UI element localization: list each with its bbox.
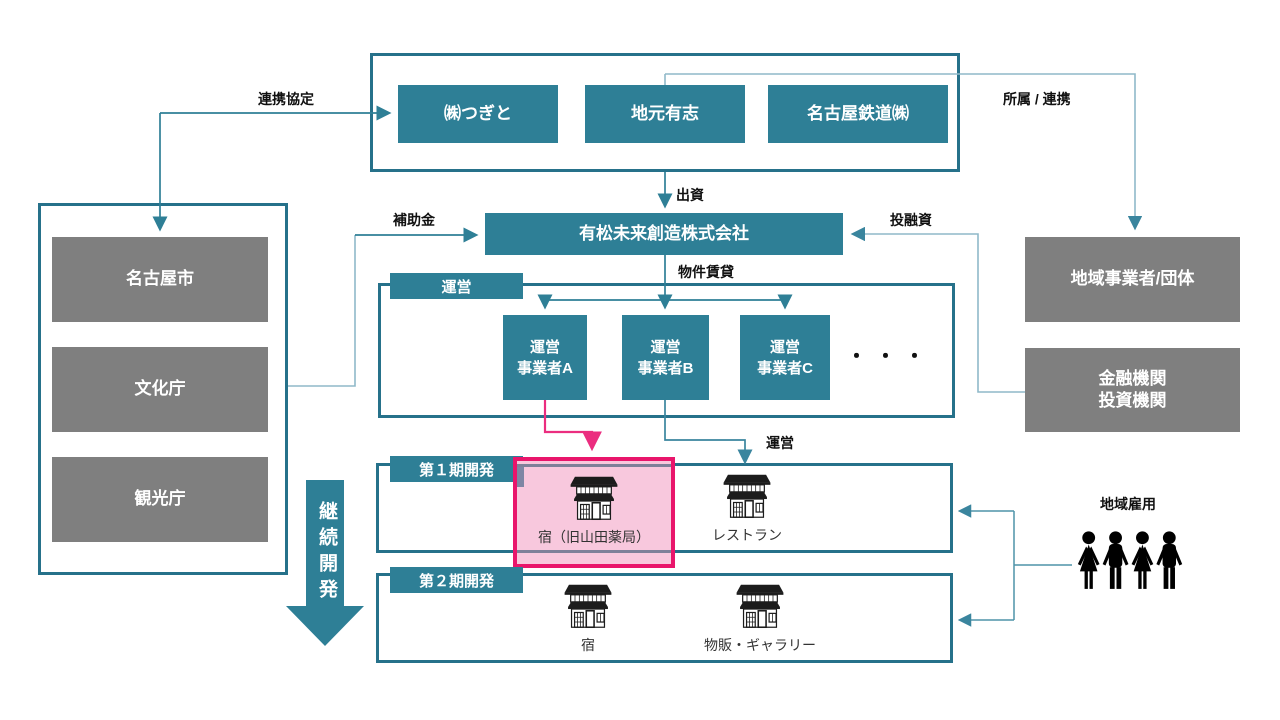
finance-line1: 金融機関 [1098, 368, 1167, 388]
operator-a-line1: 運営 [529, 338, 560, 356]
frame-line-overlay-top [517, 464, 671, 467]
label-shusshi: 出資 [676, 187, 704, 203]
operator-b-line2: 事業者B [637, 359, 694, 377]
phase2-item-buppan: 物販・ギャラリー [685, 581, 835, 655]
phase1-item-restaurant: レストラン [692, 471, 802, 545]
node-operator-a: 運営 事業者A [503, 315, 587, 400]
phase2-buppan-caption: 物販・ギャラリー [704, 637, 816, 653]
local-employment-group [1075, 530, 1185, 594]
node-meitetsu: 名古屋鉄道㈱ [768, 85, 948, 143]
node-regional-org: 地域事業者/団体 [1025, 237, 1240, 322]
operators-tab: 運営 [390, 273, 523, 299]
operator-c-line1: 運営 [769, 338, 800, 356]
tab-corner-overlay [517, 467, 524, 487]
node-finance-org: 金融機関 投資機関 [1025, 348, 1240, 432]
label-chiiki-koyo: 地域雇用 [1100, 496, 1156, 512]
label-unei-edge: 運営 [766, 435, 794, 451]
node-local-supporters: 地元有志 [585, 85, 745, 143]
phase2-yado-caption: 宿 [581, 637, 595, 653]
node-kankocho: 観光庁 [52, 457, 268, 542]
label-hojokin: 補助金 [393, 212, 435, 228]
operator-c-line2: 事業者C [757, 359, 813, 377]
government-container [38, 203, 288, 575]
phase2-tab: 第２期開発 [390, 567, 523, 593]
phase2-item-yado: 宿 [538, 581, 638, 655]
machiya-building-icon [563, 583, 613, 629]
label-shozoku-renkei: 所属 / 連携 [1003, 91, 1071, 107]
operator-a-line2: 事業者A [517, 359, 573, 377]
node-bunkacho: 文化庁 [52, 347, 268, 432]
operators-ellipsis: ・・・ [846, 346, 934, 368]
finance-line2: 投資機関 [1098, 391, 1167, 410]
phase1-tab: 第１期開発 [390, 456, 523, 482]
continuous-development-label: 継続開発 [316, 501, 337, 605]
machiya-building-icon [735, 583, 785, 629]
frame-line-overlay-bottom [517, 550, 671, 553]
machiya-building-icon [569, 475, 619, 521]
node-company: 有松未来創造株式会社 [485, 213, 843, 255]
label-renkei-kyotei: 連携協定 [258, 91, 314, 107]
node-operator-c: 運営 事業者C [740, 315, 830, 400]
node-tsugito: ㈱つぎと [398, 85, 558, 143]
node-operator-b: 運営 事業者B [622, 315, 709, 400]
phase2-container [376, 573, 953, 663]
operator-b-line1: 運営 [650, 338, 681, 356]
phase1-restaurant-caption: レストラン [712, 527, 782, 543]
people-group-icon [1077, 531, 1183, 589]
label-toyushi: 投融資 [890, 212, 932, 228]
label-bukken-chintai: 物件賃貸 [678, 264, 734, 280]
machiya-building-icon [722, 473, 772, 519]
phase1-item-yado-highlight: 宿（旧山田薬局） [513, 457, 675, 568]
edge-hojokin-feeder [288, 235, 356, 387]
node-nagoya-city: 名古屋市 [52, 237, 268, 322]
phase1-yado-caption: 宿（旧山田薬局） [538, 529, 650, 545]
